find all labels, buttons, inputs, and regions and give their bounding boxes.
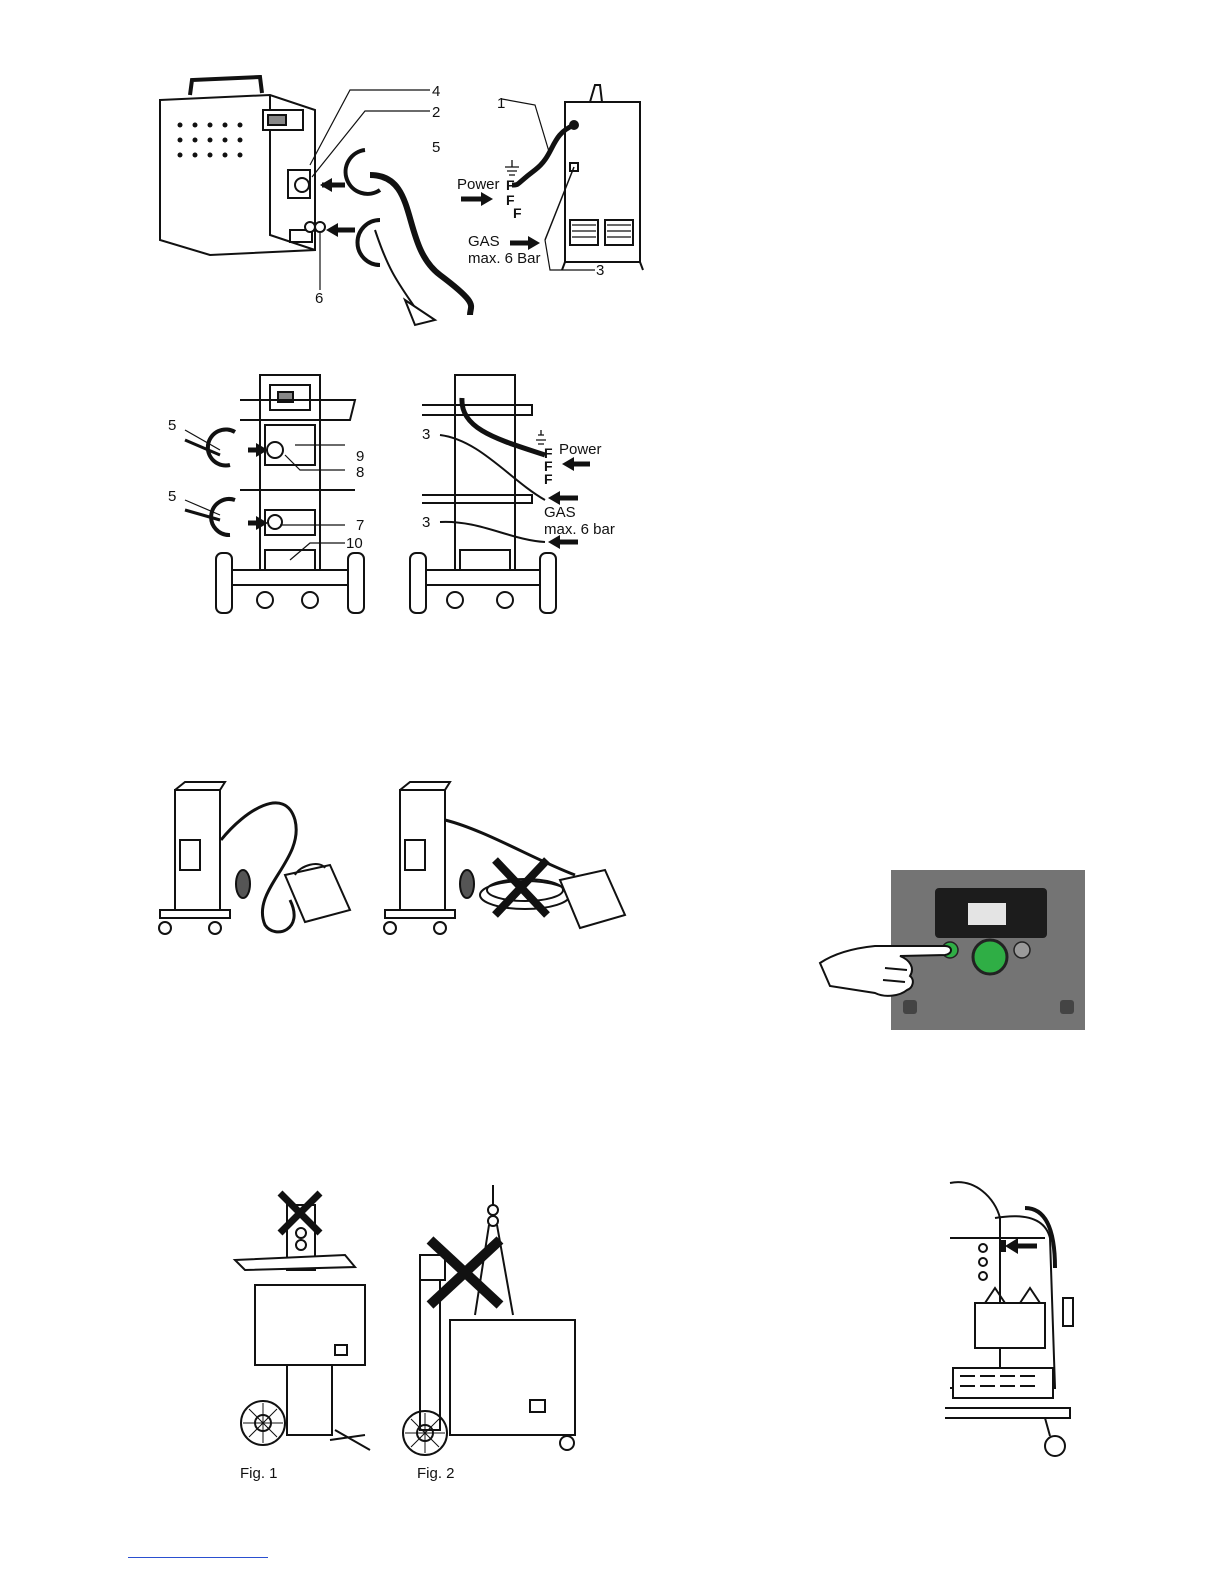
trolley-gas-label: GAS: [544, 504, 576, 521]
gas-label: GAS: [468, 233, 500, 250]
callout-7: 7: [356, 517, 364, 534]
callout-8: 8: [356, 464, 364, 481]
connection-diagram: 4 2 5 6 1 3 Power F F F GAS max. 6 Bar: [150, 75, 650, 335]
callout-4: 4: [432, 83, 440, 100]
machine-side-drawing: [945, 1182, 1073, 1456]
small-button-right: [1060, 1000, 1074, 1014]
lift-fig1-drawing: [235, 1205, 370, 1450]
callout-3b: 3: [422, 514, 430, 531]
fuse-1: F: [506, 177, 515, 193]
callout-3: 3: [596, 262, 604, 279]
callout-3a: 3: [422, 426, 430, 443]
small-button-left: [903, 1000, 917, 1014]
cable-correct-drawing: [159, 782, 350, 934]
callout-1: 1: [497, 95, 505, 112]
display-screen: [968, 903, 1006, 925]
lifting-diagram: [225, 1185, 585, 1465]
trolley-connection-diagram: 5 5 9 8 7 10 3 3 F F F Power GAS max. 6 …: [160, 370, 630, 620]
footnote-rule: [128, 1557, 268, 1558]
control-panel-illustration: [815, 868, 1087, 1033]
trolley-gas-pressure: max. 6 bar: [544, 521, 615, 538]
callout-10: 10: [346, 535, 363, 552]
welding-machine-drawing: [160, 77, 325, 255]
callout-5: 5: [432, 139, 440, 156]
cross-mark-icon: [495, 860, 547, 915]
cable-routing-diagram: [155, 780, 635, 950]
grey-button: [1014, 942, 1030, 958]
fig2-caption: Fig. 2: [417, 1465, 455, 1482]
callout-2: 2: [432, 104, 440, 121]
callout-5b: 5: [168, 488, 176, 505]
main-knob: [973, 940, 1007, 974]
power-label: Power: [457, 176, 500, 193]
callout-9: 9: [356, 448, 364, 465]
fig1-caption: Fig. 1: [240, 1465, 278, 1482]
cable-incorrect-drawing: [384, 782, 625, 934]
trolley-front-drawing: [216, 375, 364, 613]
trolley-fuse-3: F: [544, 471, 553, 487]
side-view-diagram: [945, 1178, 1080, 1463]
fuse-3: F: [513, 205, 522, 221]
trolley-power-label: Power: [559, 441, 602, 458]
rear-view-drawing: [562, 85, 643, 270]
gas-pressure: max. 6 Bar: [468, 250, 541, 267]
callout-6: 6: [315, 290, 323, 307]
lift-fig2-drawing: [403, 1185, 575, 1455]
callout-5a: 5: [168, 417, 176, 434]
